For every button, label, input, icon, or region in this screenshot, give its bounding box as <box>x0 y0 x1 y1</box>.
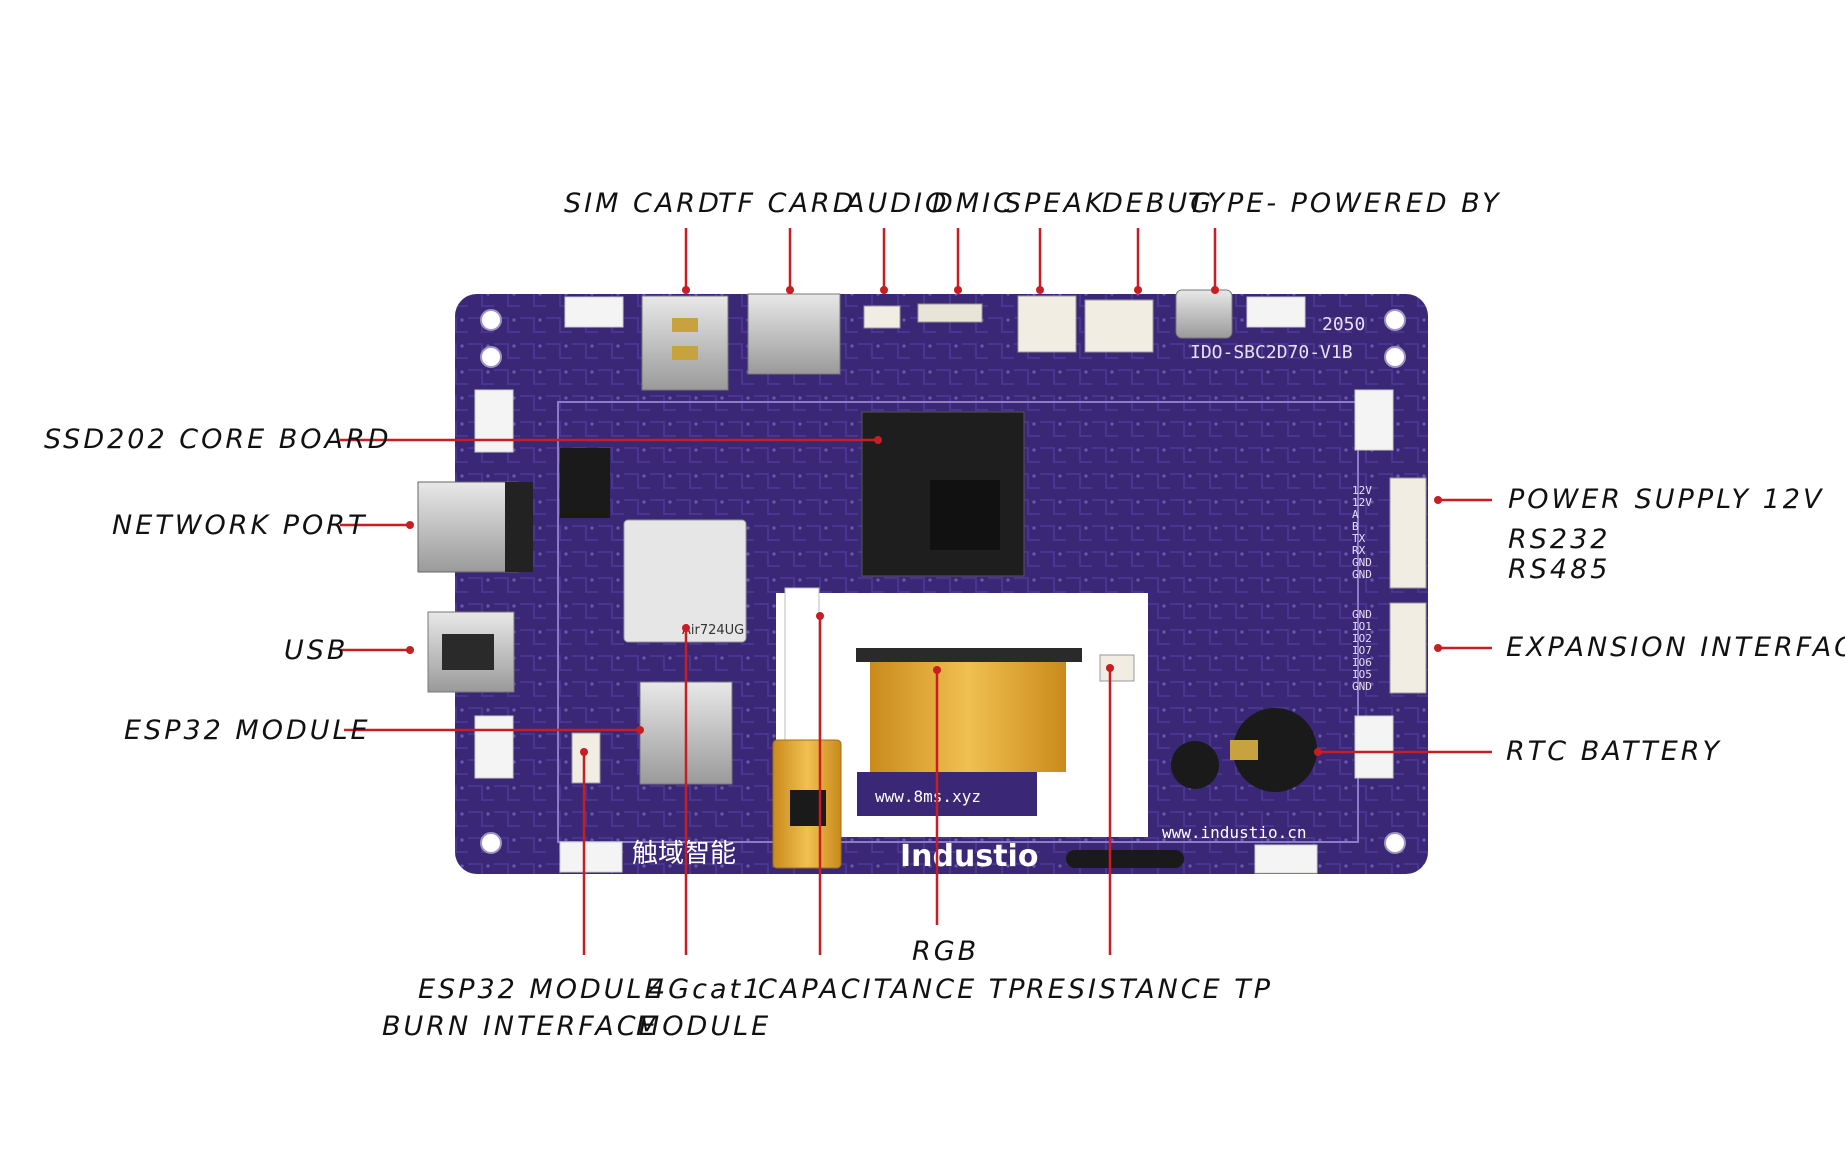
leader-lines <box>340 228 1492 955</box>
expansion-connector-pin-label: GND <box>1352 680 1372 693</box>
buzzer <box>1171 741 1219 789</box>
label-network-port: NETWORK PORT <box>112 510 368 541</box>
url-right-text: www.industio.cn <box>1162 823 1307 842</box>
expansion-connector-pin-label: IO5 <box>1352 668 1372 681</box>
expansion-connector-pin-label: IO7 <box>1352 644 1372 657</box>
network-port <box>417 481 533 573</box>
tf-card-slot <box>747 293 841 375</box>
expansion-connector-pin-label: IO1 <box>1352 620 1372 633</box>
label-sim-card: SIM CARD <box>564 188 722 219</box>
url-band <box>857 772 1037 816</box>
brand-text: Industio <box>900 839 1038 874</box>
leader-end-markers <box>406 286 1442 756</box>
power-connector-pin-label: GND <box>1352 556 1372 569</box>
label-burn-interface: BURN INTERFACE <box>382 1011 659 1042</box>
label-module: MODULE <box>636 1011 772 1042</box>
label-dmic: DMIC <box>932 188 1015 219</box>
power-connector-pin-label: RX <box>1352 544 1366 557</box>
board-code-text: 2050 <box>1322 314 1365 335</box>
power-connector-pin-label: 12V <box>1352 496 1372 509</box>
capacitance-tp-cable <box>784 587 820 743</box>
label-rs485: RS485 <box>1508 554 1611 585</box>
label-type-c-powered: TYPE- POWERED BY <box>1188 188 1502 219</box>
label-4gcat1: 4Gcat1 <box>648 974 764 1005</box>
mounting-holes <box>480 309 1406 854</box>
rtc-battery <box>1230 708 1317 792</box>
label-capacitance-tp: CAPACITANCE TP <box>758 974 1028 1005</box>
expansion-connector-pin-label: GND <box>1352 608 1372 621</box>
expansion-connector <box>1389 602 1427 694</box>
rgb-flex-cable <box>870 662 1066 772</box>
board-model-text: IDO-SBC2D70-V1B <box>1190 342 1353 363</box>
audio-connector <box>863 305 901 329</box>
label-rtc-battery: RTC BATTERY <box>1506 736 1723 767</box>
label-rs232: RS232 <box>1508 524 1611 555</box>
label-esp32-module-burn: ESP32 MODULE <box>418 974 665 1005</box>
ethernet-transformer <box>560 448 610 518</box>
label-resistance-tp: RESISTANCE TP <box>1026 974 1274 1005</box>
power-connector-pin-label: TX <box>1352 532 1366 545</box>
label-tf-card: TF CARD <box>718 188 857 219</box>
power-connector-pin-label: GND <box>1352 568 1372 581</box>
url-left-text: www.8ms.xyz <box>875 787 981 806</box>
expansion-connector-pin-label: IO6 <box>1352 656 1372 669</box>
bottom-slot <box>1066 850 1184 868</box>
4g-module-text: Air724UG <box>682 623 744 638</box>
power-connector-pin-label: 12V <box>1352 484 1372 497</box>
label-power-supply-12v: POWER SUPPLY 12V <box>1508 484 1825 515</box>
type-c-connector <box>1175 289 1233 339</box>
label-usb: USB <box>284 635 349 666</box>
label-audio: AUDIO <box>846 188 950 219</box>
usb-port <box>427 611 515 693</box>
dmic-connector <box>917 303 983 323</box>
esp32-burn-connector <box>571 732 601 784</box>
power-supply-connector <box>1389 477 1427 589</box>
power-connector-pin-label: B <box>1352 520 1359 533</box>
debug-connector <box>1084 299 1154 353</box>
sim-card-slot <box>641 295 729 391</box>
brand-cn-text: 触域智能 <box>632 839 736 869</box>
4g-cat1-module: Air724UG <box>623 519 747 643</box>
label-debug: DEBUG <box>1102 188 1215 219</box>
label-expansion-interface: EXPANSION INTERFACE <box>1506 632 1845 663</box>
label-esp32-module: ESP32 MODULE <box>124 715 371 746</box>
resistance-tp-connector <box>1099 654 1135 682</box>
rgb-connector <box>856 648 1082 662</box>
expansion-connector-pin-label: IO2 <box>1352 632 1372 645</box>
label-ssd202-core-board: SSD202 CORE BOARD <box>44 424 392 455</box>
label-speak: SPEAK <box>1004 188 1106 219</box>
tape-pads <box>474 296 1394 874</box>
power-connector-pin-label: A <box>1352 508 1359 521</box>
pcb-border-outline <box>557 401 1359 843</box>
speak-connector <box>1017 295 1077 353</box>
ssd202-core-board <box>861 411 1025 577</box>
label-rgb: RGB <box>912 936 980 967</box>
